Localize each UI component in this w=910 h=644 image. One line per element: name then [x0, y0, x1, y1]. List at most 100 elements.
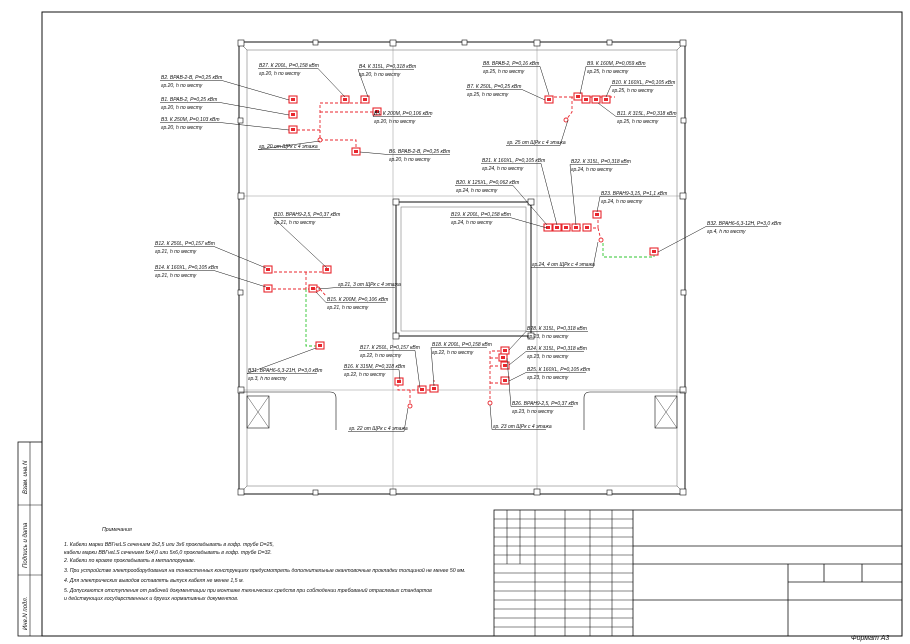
equipment-label: B11. К 315L, P=0,318 кВт	[617, 111, 677, 117]
cable-run	[297, 102, 370, 131]
equipment-core	[595, 213, 599, 216]
title-block	[493, 509, 903, 637]
equipment-label: гр. 23 от ЩРк с 4 этажа	[493, 424, 552, 430]
equipment-label: гр.20, h по месту	[161, 125, 203, 131]
equipment-core	[291, 98, 295, 101]
equipment-core	[375, 110, 379, 113]
equipment-label: гр.23, h по месту	[527, 354, 569, 360]
leader-line	[508, 331, 527, 351]
equipment-label: B28. К 315L, P=0,318 кВт	[527, 326, 587, 332]
feed-cable-run	[305, 289, 318, 347]
equipment-core	[576, 95, 580, 98]
equipment-label: B6. ВРАВ-2-В, P=0,25 кВт	[389, 149, 450, 155]
stamp-replaced-inv: Взам. инв.N	[23, 460, 29, 494]
equipment-label: гр.24, h по месту	[482, 166, 524, 172]
format-label: Формат А3	[851, 635, 889, 642]
equipment-label: B10. К 160XL, P=0,105 кВт	[612, 80, 675, 86]
stamp-signature-date: Подпись и дата	[23, 522, 29, 568]
equipment-label: B23. ВРАН9-3,15, P=1,1 кВт	[601, 191, 667, 197]
equipment-label: гр.21, h по месту	[327, 305, 369, 311]
leader-line	[213, 270, 267, 288]
equipment-core	[574, 226, 578, 229]
equipment-label: гр.22, h по месту	[344, 372, 386, 378]
equipment-label: гр.22, h по месту	[432, 350, 474, 356]
leader-line	[219, 122, 290, 131]
cable-run	[319, 288, 327, 297]
equipment-label: гр. 20 от ЩРк с 4 этажа	[259, 144, 318, 150]
note-line-3: 2. Кабели по кровле прокладывать в метал…	[63, 558, 195, 564]
equipment-core	[604, 98, 608, 101]
equipment-label: гр.3, h по месту	[248, 376, 287, 382]
equipment-label: гр.21, h по месту	[155, 249, 197, 255]
leader-line	[403, 407, 409, 432]
equipment-label: гр.21, 3 от ЩРк с 4 этажа	[338, 282, 401, 288]
stamp-original-inv: Инв.N подл.	[23, 597, 29, 630]
leader-line	[597, 102, 617, 117]
equipment-label: B3. К 250M, P=0,103 кВт	[161, 117, 220, 123]
note-line-7: и действующих государственных и других н…	[64, 595, 238, 602]
leader-line	[398, 369, 401, 381]
equipment-core	[343, 98, 347, 101]
equipment-label: гр.24, h по месту	[571, 167, 613, 173]
panel-junction	[487, 400, 493, 406]
leader-line	[605, 85, 612, 98]
leader-line	[317, 287, 338, 290]
leader-line	[509, 217, 548, 229]
equipment-label: B1. ВРАВ-2, P=0,25 кВт	[161, 97, 217, 103]
cable-run	[489, 350, 505, 403]
feed-cable-run	[602, 243, 655, 258]
equipment-label: B25. К 160XL, P=0,105 кВт	[527, 367, 590, 373]
equipment-core	[325, 268, 329, 271]
note-line-5: 4. Для электрических выводов оставлять в…	[64, 578, 244, 584]
equipment-label: B9. К 160M, P=0,059 кВт	[587, 61, 646, 67]
equipment-label: гр.25, h по месту	[483, 69, 525, 75]
leader-line	[508, 372, 527, 382]
equipment-label: B21. К 160XL, P=0,105 кВт	[482, 158, 545, 164]
equipment-label: B14. К 160XL, P=0,105 кВт	[155, 265, 218, 271]
equipment-core	[503, 379, 507, 382]
leader-line	[657, 226, 707, 253]
equipment-label: гр.24, h по месту	[456, 188, 498, 194]
leader-line	[315, 291, 327, 303]
equipment-label: гр.24, 4 от ЩРк с 4 этажа	[532, 262, 595, 268]
equipment-label: B5. К 200M, P=0,106 кВт	[374, 111, 433, 117]
equipment-label: гр.20, h по месту	[259, 71, 301, 77]
equipment-label: гр.23, h по месту	[527, 375, 569, 381]
wiring-layer	[263, 92, 659, 409]
equipment-label: гр.23, h по месту	[527, 334, 569, 340]
note-line-1: 1. Кабели марки ВВГнгLS сечением 3х2,5 и…	[64, 542, 274, 548]
equipment-label: гр.21, h по месту	[155, 273, 197, 279]
equipment-label: гр.24, h по месту	[451, 220, 493, 226]
leader-line	[372, 109, 378, 117]
leader-line	[539, 66, 550, 96]
equipment-label: B12. К 250L, P=0,157 кВт	[155, 241, 215, 247]
leader-line	[257, 140, 321, 150]
equipment-core	[594, 98, 598, 101]
equipment-core	[555, 226, 559, 229]
equipment-label: гр.20, h по месту	[161, 83, 203, 89]
note-line-2: кабели марки ВВГнгLS сечением 5х4,0 или …	[64, 550, 272, 556]
equipment-core	[501, 356, 505, 359]
leader-line	[213, 246, 267, 269]
leader-line	[414, 350, 421, 389]
equipment-core	[266, 268, 270, 271]
equipment-core	[503, 364, 507, 367]
equipment-core	[311, 287, 315, 290]
equipment-label: гр.20, h по месту	[374, 119, 416, 125]
leader-line	[540, 163, 558, 226]
equipment-label: B22. К 315L, P=0,318 кВт	[571, 159, 631, 165]
leader-line	[357, 69, 369, 98]
cable-run	[319, 130, 357, 152]
equipment-core	[354, 150, 358, 153]
equipment-label: гр.25, h по месту	[617, 119, 659, 125]
equipment-core	[363, 98, 367, 101]
equipment-label: B24. К 315L, P=0,318 кВт	[527, 346, 587, 352]
leader-line	[569, 164, 577, 226]
leader-line	[430, 347, 435, 387]
leader-line	[359, 151, 389, 155]
leader-line	[592, 241, 599, 268]
equipment-label: B18. К 200L, P=0,158 кВт	[432, 342, 492, 348]
outer-frame	[41, 11, 903, 637]
equipment-label: B10. ВРАН9-2,5, P=0,37 кВт	[274, 212, 340, 218]
